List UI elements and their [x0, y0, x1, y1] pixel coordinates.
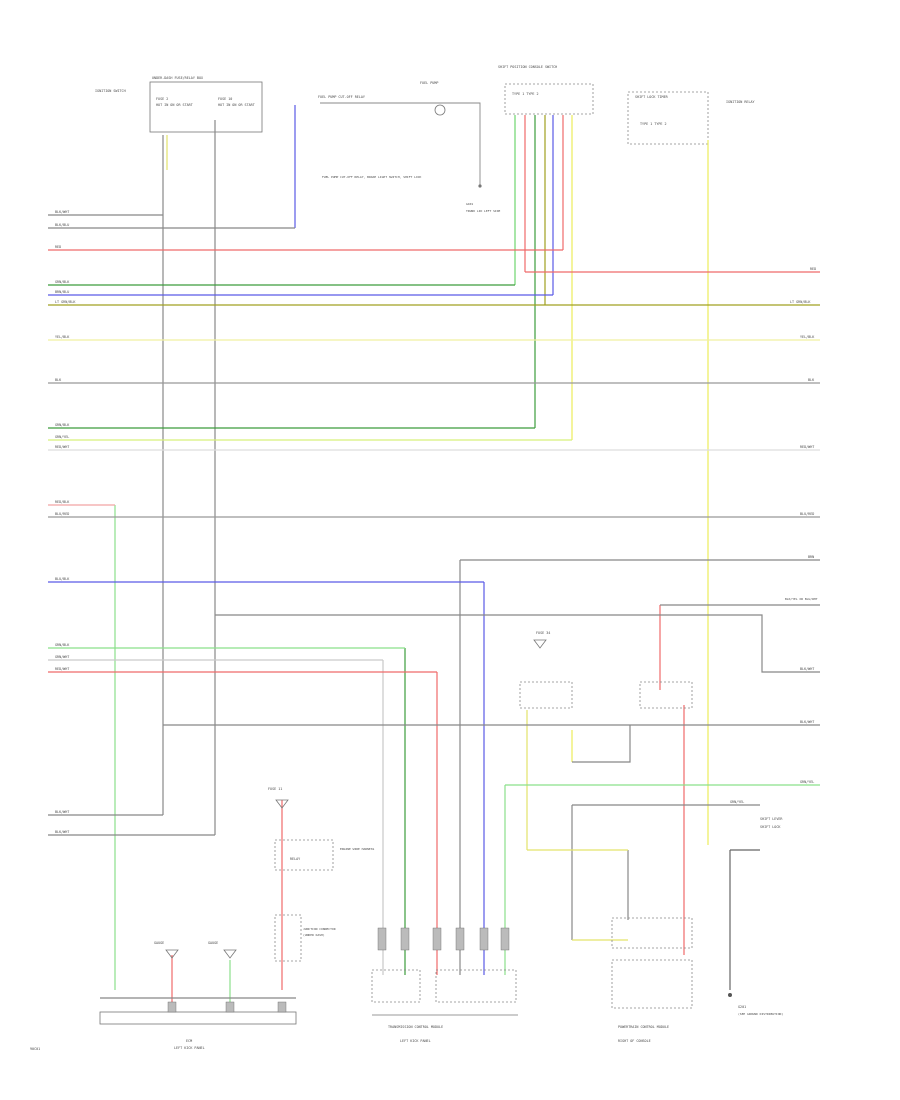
svg-text:GRN/WHT: GRN/WHT [55, 655, 69, 659]
left-wire-labels: BLK/WHT BLK/BLU RED GRN/BLK BRN/BLU LT G… [55, 210, 76, 834]
svg-text:GAUGE: GAUGE [154, 941, 164, 945]
svg-text:RED/WHT: RED/WHT [55, 667, 69, 671]
under-dash-fuse-relay-box: UNDER-DASH FUSE/RELAY BOX FUSE 2 HOT IN … [95, 76, 263, 133]
svg-text:FUEL PUMP CUT-OFF RELAY, BRAKE: FUEL PUMP CUT-OFF RELAY, BRAKE LIGHT SWI… [322, 175, 422, 179]
svg-text:SHIFT LOCK TIMER: SHIFT LOCK TIMER [635, 95, 669, 99]
svg-text:RED: RED [810, 267, 816, 271]
svg-text:RED/WHT: RED/WHT [800, 445, 814, 449]
vertical-wires [114, 105, 731, 1010]
svg-text:(SEE GROUND DISTRIBUTION): (SEE GROUND DISTRIBUTION) [738, 1012, 783, 1016]
svg-text:BRN: BRN [808, 555, 814, 559]
right-wire-labels: RED LT GRN/BLK YEL/BLK BLK RED/WHT BLU/R… [730, 267, 818, 804]
page-code: 90C01 [30, 1047, 40, 1051]
svg-text:IGNITION SWITCH: IGNITION SWITCH [95, 89, 126, 93]
svg-text:SHIFT POSITION CONSOLE SWITCH: SHIFT POSITION CONSOLE SWITCH [498, 65, 557, 69]
horizontal-wires [48, 214, 820, 999]
svg-text:HOT IN ON OR START: HOT IN ON OR START [156, 103, 193, 107]
svg-text:YEL/BLK: YEL/BLK [55, 335, 70, 339]
svg-text:TYPE 1 TYPE 2: TYPE 1 TYPE 2 [640, 122, 667, 126]
svg-text:FUSE 10: FUSE 10 [218, 97, 232, 101]
svg-text:RELAY: RELAY [290, 857, 300, 861]
svg-text:BRN/BLU: BRN/BLU [55, 290, 69, 294]
svg-text:BLK/WHT: BLK/WHT [55, 810, 69, 814]
svg-text:POWERTRAIN CONTROL MODULE: POWERTRAIN CONTROL MODULE [618, 1025, 669, 1029]
svg-text:G401: G401 [466, 202, 473, 206]
svg-text:FUEL PUMP: FUEL PUMP [420, 81, 438, 85]
svg-text:YEL/BLK: YEL/BLK [800, 335, 815, 339]
svg-text:ECM: ECM [186, 1039, 192, 1043]
svg-text:JUNCTION CONNECTOR: JUNCTION CONNECTOR [303, 927, 336, 931]
svg-text:GRN/YEL: GRN/YEL [800, 780, 814, 784]
svg-text:BLK: BLK [55, 378, 62, 382]
tcm-block: TRANSMISSION CONTROL MODULE LEFT KICK PA… [371, 927, 518, 1043]
svg-text:GRN/YEL: GRN/YEL [55, 435, 69, 439]
svg-text:FUEL PUMP CUT-OFF RELAY: FUEL PUMP CUT-OFF RELAY [318, 95, 365, 99]
svg-text:BLK/WHT: BLK/WHT [55, 210, 69, 214]
svg-text:GAUGE: GAUGE [208, 941, 218, 945]
svg-text:GRN/YEL: GRN/YEL [730, 800, 744, 804]
svg-text:RIGHT OF CONSOLE: RIGHT OF CONSOLE [618, 1039, 651, 1043]
svg-text:TRUNK LID LEFT SIDE: TRUNK LID LEFT SIDE [466, 209, 501, 213]
svg-text:BLK/WHT: BLK/WHT [800, 667, 814, 671]
svg-text:GRN/BLK: GRN/BLK [55, 643, 70, 647]
svg-text:BLU/BLK: BLU/BLK [55, 577, 70, 581]
pcm-block: POWERTRAIN CONTROL MODULE RIGHT OF CONSO… [611, 917, 693, 1043]
svg-text:LEFT KICK PANEL: LEFT KICK PANEL [400, 1039, 431, 1043]
fuse-lower: FUSE 11 RELAY ENGINE WIRE HARNESS JUNCTI… [268, 787, 375, 962]
svg-text:ENGINE WIRE HARNESS: ENGINE WIRE HARNESS [340, 847, 375, 851]
svg-text:BLK/YEL OR BLU/WHT: BLK/YEL OR BLU/WHT [785, 597, 818, 601]
svg-text:GRN/BLK: GRN/BLK [55, 280, 70, 284]
fuel-pump-relay: FUEL PUMP CUT-OFF RELAY FUEL PUMP FUEL P… [318, 81, 501, 213]
svg-text:GRN/BLK: GRN/BLK [55, 423, 70, 427]
svg-text:RED/WHT: RED/WHT [55, 445, 69, 449]
ecm-block: ECM LEFT KICK PANEL [99, 1001, 297, 1050]
svg-text:RED: RED [55, 245, 61, 249]
svg-text:RED/BLK: RED/BLK [55, 500, 70, 504]
svg-text:HOT IN ON OR START: HOT IN ON OR START [218, 103, 255, 107]
svg-text:SHIFT LOCK: SHIFT LOCK [760, 825, 781, 829]
svg-text:IGNITION RELAY: IGNITION RELAY [726, 100, 755, 104]
svg-text:BLU/RED: BLU/RED [55, 512, 69, 516]
svg-text:LT GRN/BLK: LT GRN/BLK [790, 300, 811, 304]
svg-text:(UNDER DASH): (UNDER DASH) [303, 933, 325, 937]
fuse-right: FUSE 34 SHIFT LEVER SHIFT LOCK [519, 631, 783, 829]
shift-position-switch: SHIFT POSITION CONSOLE SWITCH TYPE 1 TYP… [498, 65, 594, 115]
svg-text:BLK: BLK [808, 378, 815, 382]
svg-text:LEFT KICK PANEL: LEFT KICK PANEL [174, 1046, 205, 1050]
svg-text:BLU/RED: BLU/RED [800, 512, 814, 516]
shift-lock-timer: SHIFT LOCK TIMER TYPE 1 TYPE 2 IGNITION … [627, 91, 755, 145]
svg-text:FUSE 11: FUSE 11 [268, 787, 282, 791]
svg-text:TRANSMISSION CONTROL MODULE: TRANSMISSION CONTROL MODULE [388, 1025, 443, 1029]
svg-text:FUSE 34: FUSE 34 [536, 631, 550, 635]
svg-text:LT GRN/BLK: LT GRN/BLK [55, 300, 76, 304]
svg-text:UNDER-DASH FUSE/RELAY BOX: UNDER-DASH FUSE/RELAY BOX [152, 76, 204, 80]
svg-text:TYPE 1 TYPE 2: TYPE 1 TYPE 2 [512, 92, 539, 96]
svg-text:BLK/BLU: BLK/BLU [55, 223, 69, 227]
svg-text:SHIFT LEVER: SHIFT LEVER [760, 817, 783, 821]
svg-text:G201: G201 [738, 1005, 746, 1009]
svg-text:FUSE 2: FUSE 2 [156, 97, 168, 101]
svg-text:BLK/WHT: BLK/WHT [55, 830, 69, 834]
ground-right: G201 (SEE GROUND DISTRIBUTION) [728, 993, 783, 1016]
svg-text:BLK/WHT: BLK/WHT [800, 720, 814, 724]
gauges: GAUGE GAUGE [154, 639, 547, 959]
